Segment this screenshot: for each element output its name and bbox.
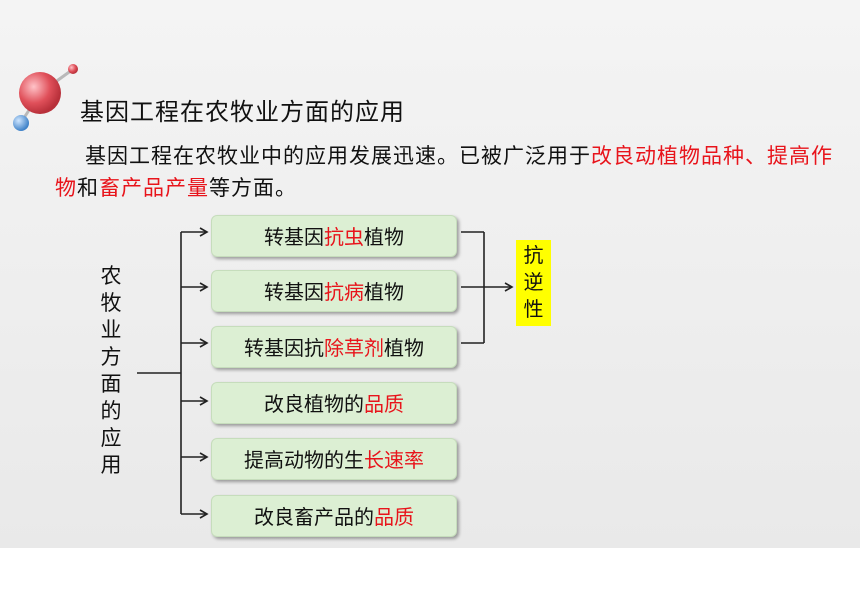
root-label-char: 方	[100, 345, 122, 369]
root-label-char: 面	[100, 372, 122, 396]
node-text: 改良植物的	[264, 392, 364, 416]
branch-node-insect-resistant: 转基因抗虫植物	[211, 215, 457, 257]
root-label: 农 牧 业 方 面 的 应 用	[98, 263, 124, 479]
resistance-char: 性	[523, 297, 544, 321]
intro-text: 基因工程在农牧业中的应用发展迅速。已被广泛用于	[85, 144, 591, 168]
intro-highlight: 改良动植物品种、提高作物	[55, 144, 833, 200]
resistance-box: 抗 逆 性	[516, 240, 551, 326]
resistance-char: 抗	[523, 243, 544, 267]
page-title: 基因工程在农牧业方面的应用	[80, 98, 405, 126]
connector-arrows	[137, 227, 514, 519]
root-label-char: 业	[100, 318, 122, 342]
branch-node-livestock-quality: 改良畜产品的品质	[211, 495, 457, 537]
node-text: 植物	[384, 336, 424, 360]
node-text: 转基因	[264, 225, 324, 249]
node-highlight: 品质	[374, 505, 414, 529]
root-label-char: 用	[100, 453, 122, 477]
intro-highlight: 畜产品产量	[99, 176, 209, 200]
node-highlight: 除草剂	[324, 336, 384, 360]
root-label-char: 牧	[100, 291, 122, 315]
molecule-icon	[13, 64, 78, 131]
node-highlight: 长速率	[364, 448, 424, 472]
resistance-char: 逆	[523, 270, 544, 294]
node-text: 改良畜产品的	[254, 505, 374, 529]
node-text: 植物	[364, 280, 404, 304]
node-text: 提高动物的生	[244, 448, 364, 472]
node-text: 植物	[364, 225, 404, 249]
branch-node-herbicide-resistant: 转基因抗除草剂植物	[211, 326, 457, 368]
node-highlight: 抗虫	[324, 225, 364, 249]
node-highlight: 品质	[364, 392, 404, 416]
root-label-char: 农	[100, 264, 122, 288]
branch-node-plant-quality: 改良植物的品质	[211, 382, 457, 424]
slide: 基因工程在农牧业方面的应用 基因工程在农牧业中的应用发展迅速。已被广泛用于改良动…	[0, 0, 860, 548]
branch-node-animal-growth: 提高动物的生长速率	[211, 438, 457, 480]
intro-paragraph: 基因工程在农牧业中的应用发展迅速。已被广泛用于改良动植物品种、提高作物和畜产品产…	[55, 140, 835, 204]
intro-text: 和	[77, 176, 99, 200]
branch-node-disease-resistant: 转基因抗病植物	[211, 270, 457, 312]
node-highlight: 抗病	[324, 280, 364, 304]
root-label-char: 的	[100, 399, 122, 423]
intro-text: 等方面。	[209, 176, 297, 200]
node-text: 转基因抗	[244, 336, 324, 360]
root-label-char: 应	[100, 426, 122, 450]
node-text: 转基因	[264, 280, 324, 304]
